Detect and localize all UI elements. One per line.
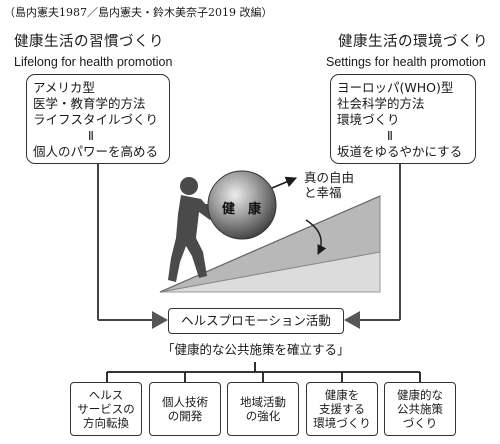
citation: （島内憲夫1987／島内憲夫・鈴木美奈子2019 改編） (4, 6, 273, 19)
action-box-public-policy: 健康的な 公共施策 づくり (384, 382, 456, 436)
ball-label: 健 康 (222, 202, 262, 217)
health-ball (207, 170, 277, 240)
action-4-line-3: 環境づくり (313, 416, 371, 430)
left-line-3: ライフスタイルづくり (33, 112, 159, 127)
left-title: 健康生活の習慣づくり (14, 34, 164, 50)
left-arrow-head (152, 311, 168, 329)
right-connector (360, 163, 401, 321)
right-arrow-head (344, 311, 360, 329)
goal-line-2: と幸福 (304, 185, 342, 200)
action-1-line-1: ヘルス (88, 388, 124, 402)
action-3-line-2: の強化 (245, 409, 281, 423)
right-approach-box: ヨーロッパ(WHO)型 社会科学的方法 環境づくり Ⅱ 坂道をゆるやかにする (330, 74, 476, 164)
goal-label: 真の自由 と幸福 (304, 170, 354, 200)
action-box-community-action: 地域活動 の強化 (227, 382, 299, 436)
action-1-line-3: 方向転換 (83, 416, 129, 430)
action-box-personal-skills: 個人技術 の開発 (149, 382, 221, 436)
health-promotion-activity-box: ヘルスプロモーション活動 (168, 308, 344, 334)
action-4-line-2: 支援する (319, 402, 365, 416)
right-equals: Ⅱ (386, 128, 394, 143)
left-line-5: 個人のパワーを高める (33, 144, 159, 159)
left-connector (97, 163, 152, 321)
action-2-line-2: の開発 (167, 409, 203, 423)
action-box-supportive-environments: 健康を 支援する 環境づくり (306, 382, 378, 436)
action-1-line-2: サービスの (77, 402, 135, 416)
goal-line-1: 真の自由 (304, 170, 355, 185)
action-box-reorient-services: ヘルス サービスの 方向転換 (70, 382, 142, 436)
right-line-1: ヨーロッパ(WHO)型 (337, 80, 454, 95)
action-4-line-1: 健康を (324, 388, 360, 402)
action-2-line-1: 個人技術 (162, 395, 208, 409)
right-line-5: 坂道をゆるやかにする (337, 144, 463, 159)
slope-change-arrow (305, 219, 327, 255)
action-5-line-1: 健康的な (397, 388, 443, 402)
right-subtitle: Settings for health promotion (326, 55, 486, 69)
left-equals: Ⅱ (87, 128, 95, 143)
action-3-line-1: 地域活動 (240, 395, 286, 409)
action-tree (106, 362, 421, 382)
right-line-2: 社会科学的方法 (337, 96, 425, 111)
right-line-3: 環境づくり (337, 112, 400, 127)
left-line-1: アメリカ型 (33, 80, 95, 95)
left-line-2: 医学・教育学的方法 (33, 96, 146, 111)
goal-arrow (271, 176, 298, 189)
policy-statement: 「健康的な公共施策を確立する」 (162, 342, 350, 357)
right-title: 健康生活の環境づくり (338, 34, 488, 50)
action-5-line-3: づくり (402, 416, 438, 430)
left-subtitle: Lifelong for health promotion (14, 55, 173, 69)
action-5-line-2: 公共施策 (397, 402, 443, 416)
left-approach-box: アメリカ型 医学・教育学的方法 ライフスタイルづくり Ⅱ 個人のパワーを高める (26, 74, 170, 164)
